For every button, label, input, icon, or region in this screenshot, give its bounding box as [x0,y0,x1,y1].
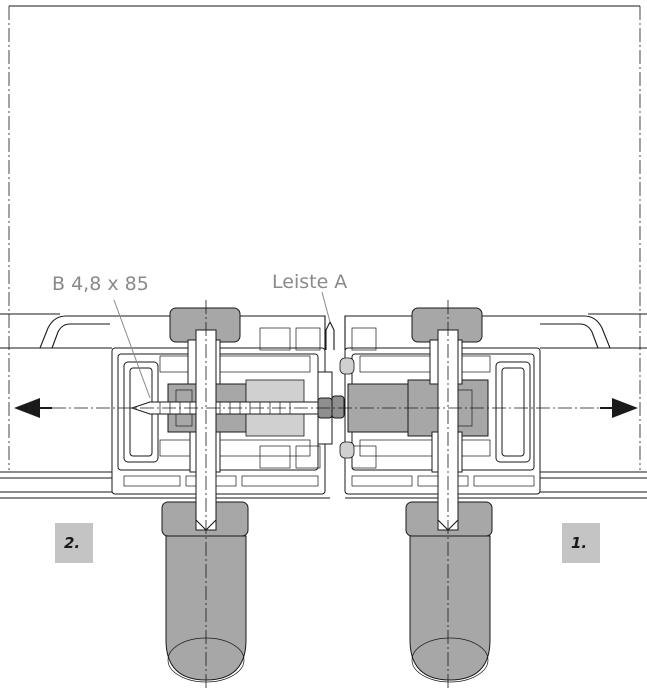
step-number-left: 2. [64,534,80,552]
callout-leaders [113,291,331,399]
right-handle [405,300,493,690]
strip-label: Leiste A [272,271,347,293]
profile-lines [0,313,647,499]
arrow-right-icon [600,398,638,418]
frame-outline [8,5,641,470]
step-badge-right: 1. [562,523,600,563]
step-number-right: 1. [571,534,587,552]
step-badge-left: 2. [55,523,93,563]
arrow-left-icon [14,398,52,418]
left-handle [161,300,249,690]
screw-label: B 4,8 x 85 [52,273,149,295]
